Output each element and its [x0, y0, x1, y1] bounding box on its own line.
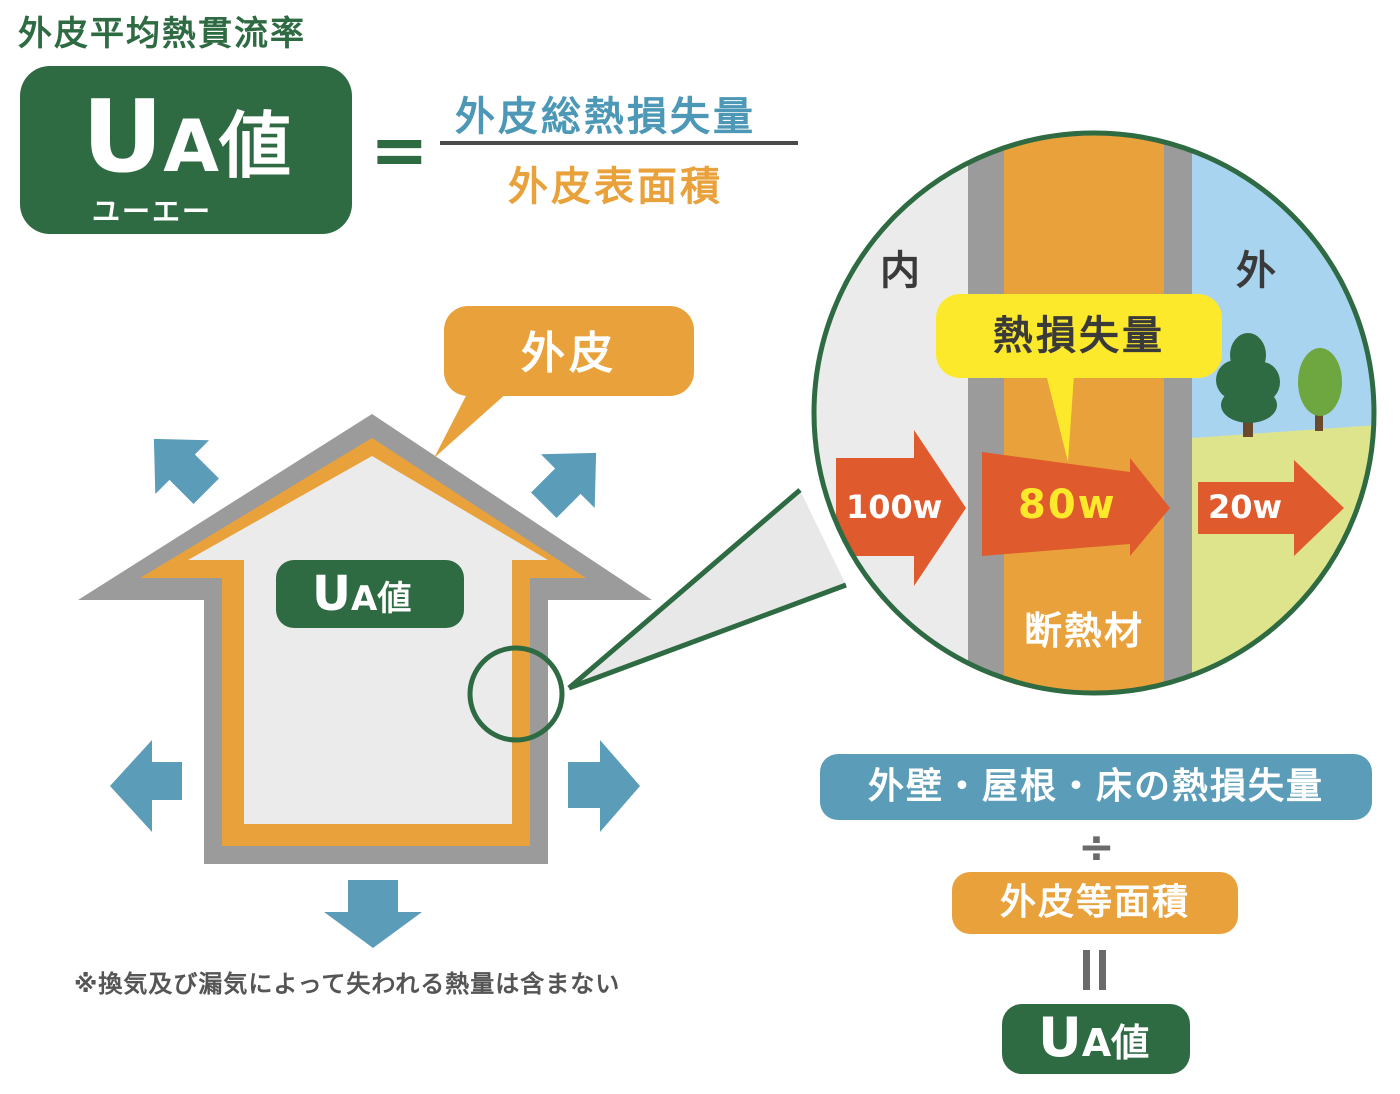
wall-detail-circle [811, 130, 1377, 696]
skin-callout-bubble [444, 306, 694, 396]
zoom-line-top [567, 488, 802, 690]
arrow-80w-label: 80w [1018, 482, 1117, 528]
insulation-label: 断熱材 [1023, 609, 1144, 653]
skin-callout-label: 外皮 [521, 328, 617, 379]
outside-label: 外 [1236, 248, 1276, 294]
house-ua-text: UA値 [312, 566, 411, 622]
heat-loss-pointer [1046, 374, 1074, 462]
ua-title-badge: UA値 ユーエー [20, 66, 352, 234]
house-ua-u: U [312, 566, 351, 622]
ua-u: U [82, 78, 164, 195]
skin-callout-pointer [434, 392, 508, 458]
arrow-100w [836, 430, 966, 586]
ground [1192, 424, 1374, 693]
inside-label: 内 [880, 248, 920, 294]
tree-icon [1216, 333, 1280, 437]
inside-area [814, 133, 970, 693]
zoom-source-circle [467, 645, 565, 743]
formula-numerator: 外皮総熱損失量 [455, 94, 756, 140]
arrow-20w [1198, 460, 1344, 556]
heat-loss-label: 熱損失量 [993, 313, 1165, 359]
formula-result-text: UA値 [1038, 1006, 1149, 1069]
zoom-line-bottom [568, 582, 847, 691]
vertical-equals-icon [1080, 950, 1110, 990]
inner-wall-board [968, 133, 1004, 693]
arrow-right [568, 740, 640, 832]
ua-a: A [163, 104, 219, 188]
ua-kanji: 値 [218, 104, 291, 188]
house-ua-kanji: 値 [377, 579, 412, 619]
tree-icon [1298, 348, 1342, 431]
house-interior [188, 456, 548, 824]
footnote: ※換気及び漏気によって失われる熱量は含まない [74, 970, 621, 998]
zoom-callout-tail [569, 490, 846, 688]
house-ua-a: A [350, 579, 378, 619]
arrow-80w [982, 452, 1170, 556]
arrow-left [110, 740, 182, 832]
formula-denominator: 外皮表面積 [508, 164, 723, 210]
result-u: U [1038, 1006, 1082, 1069]
fraction-line [440, 141, 798, 145]
ua-reading: ユーエー [92, 195, 213, 228]
arrow-down [324, 880, 422, 948]
result-kanji: 値 [1111, 1021, 1150, 1065]
equals-sign: = [370, 109, 429, 191]
heat-loss-bubble [936, 294, 1222, 378]
insulation-layer [1004, 133, 1164, 693]
ua-title-text: UA値 [82, 78, 291, 195]
formula-area-pill: 外皮等面積 [952, 872, 1238, 934]
heat-arrows [110, 438, 640, 948]
outer-wall-board [1164, 133, 1192, 693]
formula-heat-loss-pill: 外壁・屋根・床の熱損失量 [820, 754, 1372, 820]
arrow-100w-label: 100w [846, 488, 943, 526]
subtitle: 外皮平均熱貫流率 [18, 14, 306, 54]
result-a: A [1081, 1021, 1112, 1065]
divide-sign: ÷ [1078, 822, 1115, 873]
arrow-20w-label: 20w [1208, 488, 1283, 526]
formula-result-pill: UA値 [1002, 1004, 1190, 1074]
house-ua-badge [276, 560, 464, 628]
arrow-up-left [153, 438, 219, 504]
arrow-up-right [531, 452, 597, 518]
